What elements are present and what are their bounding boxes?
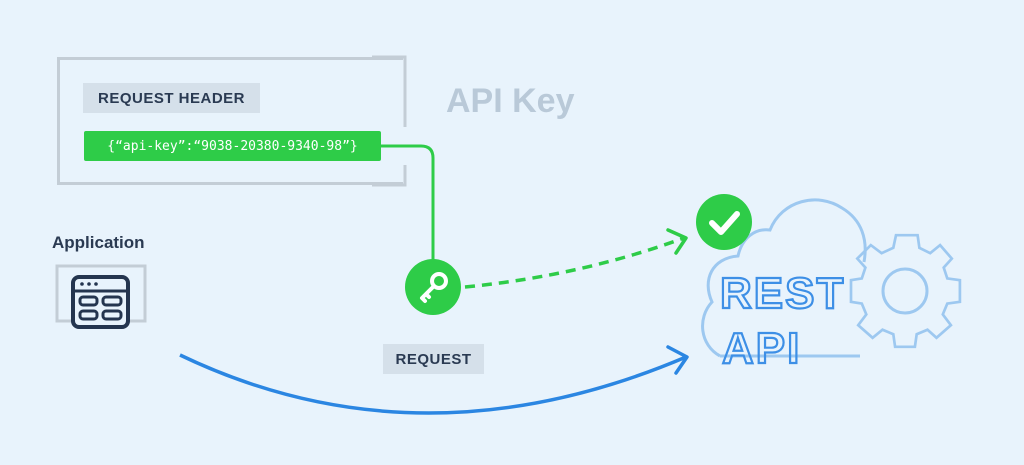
check-circle-icon <box>696 194 752 250</box>
api-label: API <box>722 324 801 373</box>
key-icon <box>405 259 461 315</box>
request-header-frame <box>57 57 403 185</box>
request-tag: REQUEST <box>383 344 484 374</box>
request-arrow-head <box>666 345 689 375</box>
request-header-tag: REQUEST HEADER <box>83 83 260 113</box>
api-key-title: API Key <box>446 82 575 120</box>
cloud-icon <box>701 198 867 358</box>
key-arrow-head <box>666 228 688 255</box>
api-key-json: {“api-key”:“9038-20380-9340-98”} <box>84 131 381 161</box>
rest-label: REST <box>720 269 845 318</box>
request-header-label: REQUEST HEADER <box>97 89 246 107</box>
key-connector-line <box>381 144 435 263</box>
gear-icon <box>849 233 962 349</box>
key-to-api-arrow <box>464 236 685 289</box>
app-window-icon <box>71 275 130 329</box>
request-arrow <box>179 353 687 415</box>
api-key-json-text: {“api-key”:“9038-20380-9340-98”} <box>107 138 358 154</box>
application-label: Application <box>52 233 145 252</box>
request-label: REQUEST <box>395 350 472 368</box>
